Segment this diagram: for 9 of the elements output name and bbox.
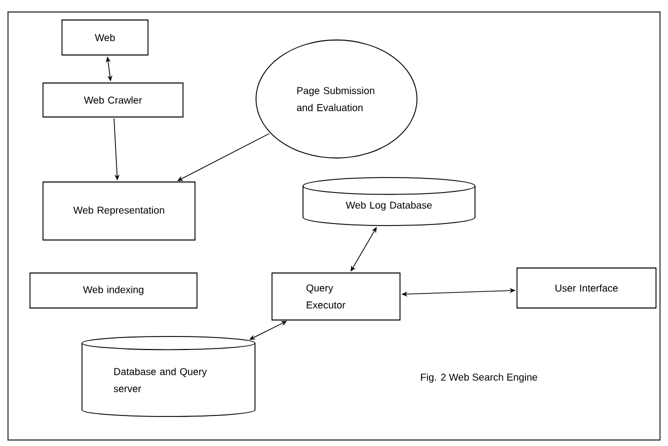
process-box: Web indexing [30,272,198,308]
database-cylinder: Web Log Database [302,177,476,226]
database-cylinder: Database and Query server [82,336,256,417]
process-box: Web [62,20,148,56]
process-box: Web Crawler [42,82,184,118]
process-box: Query Executor [272,272,400,320]
process-box: Web Representation [42,182,196,240]
caption: Fig. 2 Web Search Engine [421,373,538,383]
process-box: User Interface [516,268,656,308]
